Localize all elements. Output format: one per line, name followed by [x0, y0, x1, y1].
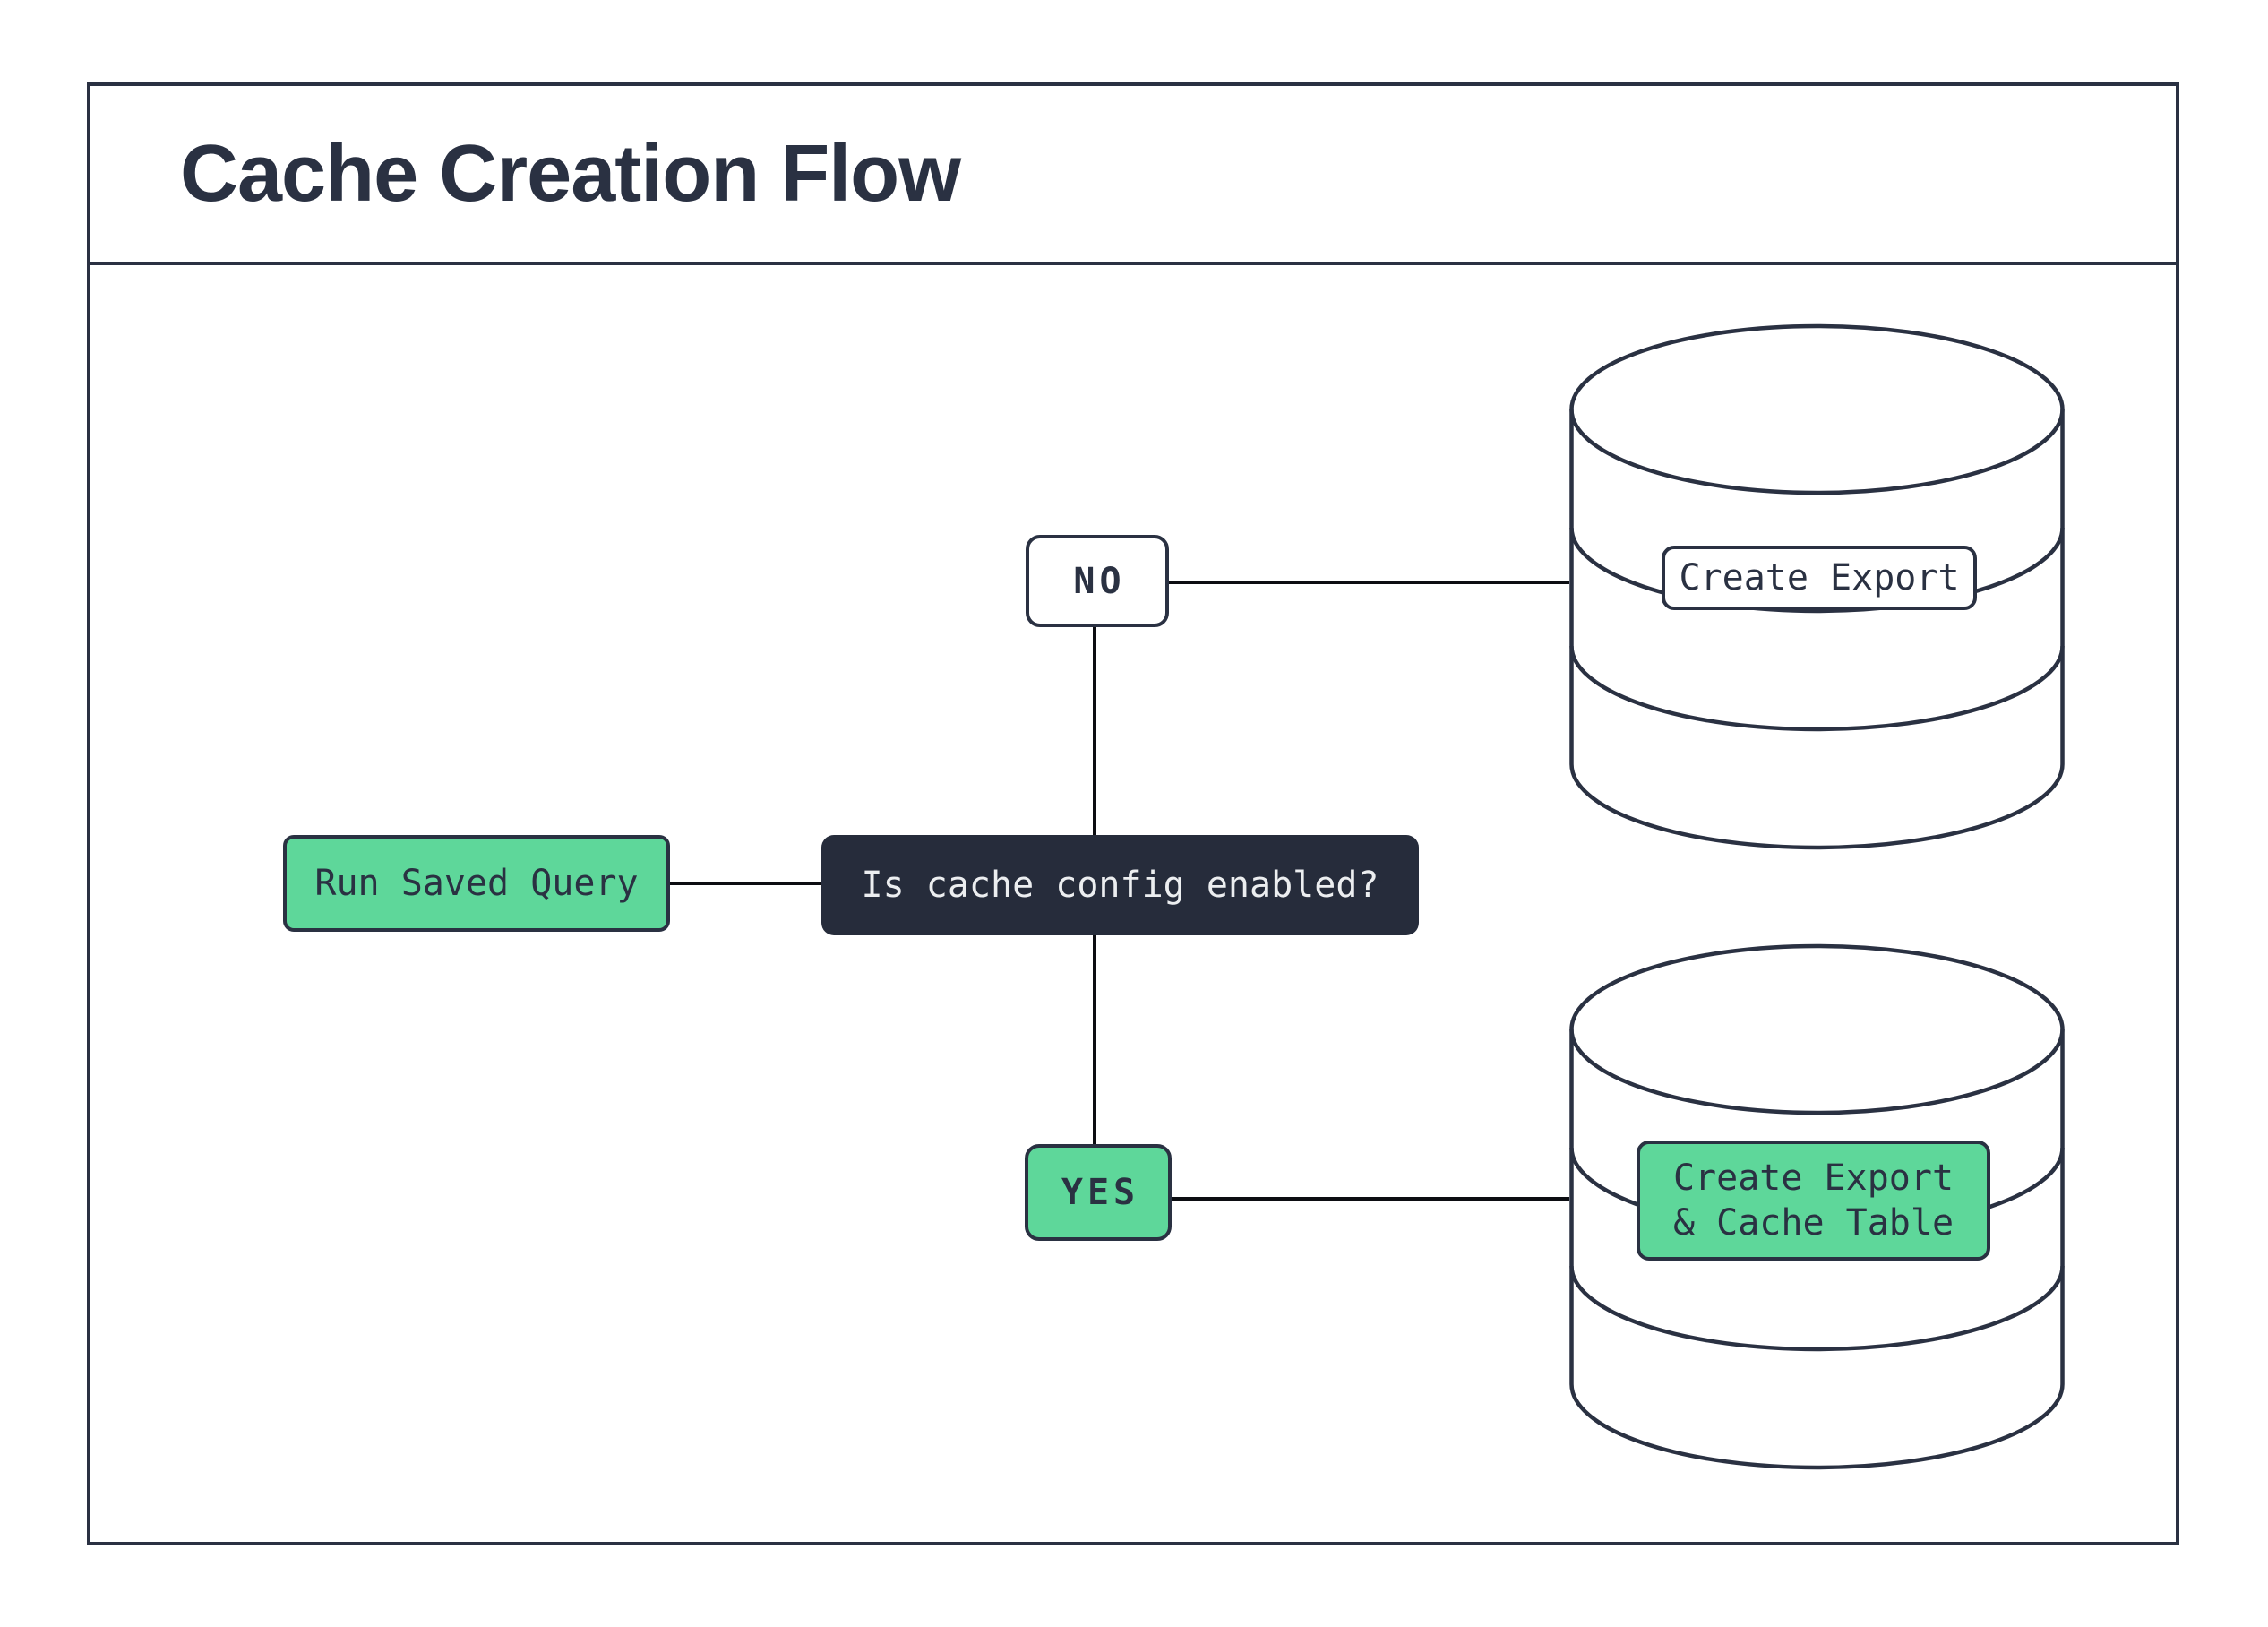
label-create-export: Create Export — [1662, 546, 1977, 610]
node-branch-yes: YES — [1025, 1144, 1172, 1241]
diagram-title: Cache Creation Flow — [180, 128, 961, 219]
connector-decision-to-no — [1093, 627, 1096, 837]
title-band: Cache Creation Flow — [90, 86, 2176, 265]
node-branch-no: NO — [1026, 535, 1169, 627]
node-decision-cache-config: Is cache config enabled? — [821, 835, 1419, 935]
node-run-saved-query: Run Saved Query — [283, 835, 670, 932]
connector-no-to-export-db — [1169, 581, 1569, 584]
database-icon — [1568, 323, 2066, 851]
connector-yes-to-cache-db — [1172, 1197, 1569, 1201]
connector-decision-to-yes — [1093, 935, 1096, 1146]
connector-start-to-decision — [670, 882, 821, 885]
database-icon — [1568, 943, 2066, 1471]
label-create-export-cache-table: Create Export & Cache Table — [1637, 1141, 1990, 1261]
